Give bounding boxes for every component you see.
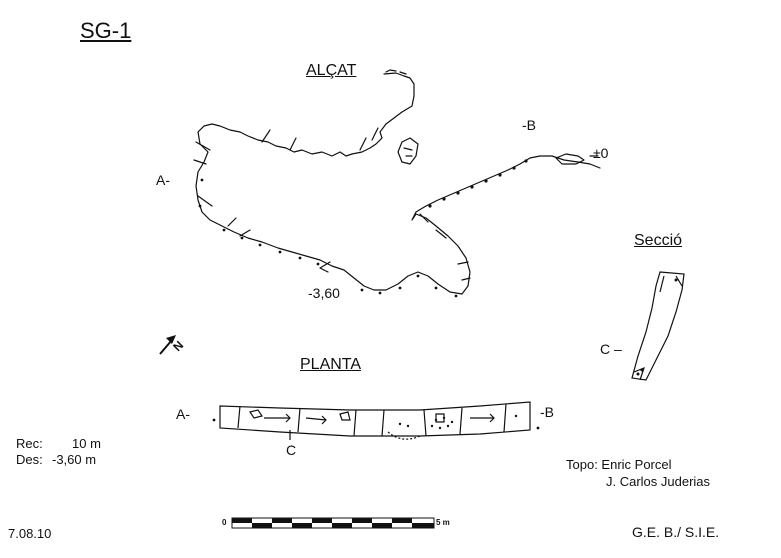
- north-arrow: [159, 335, 176, 355]
- elevation-label-a: A-: [156, 172, 170, 188]
- rec-label: Rec:: [16, 436, 43, 451]
- plan-label-b: -B: [540, 404, 554, 420]
- north-label: N: [170, 338, 186, 354]
- rec-value: 10 m: [72, 436, 101, 451]
- plan-outline: [219, 401, 531, 437]
- plan-heading: PLANTA: [300, 356, 362, 373]
- survey-title: SG-1: [80, 18, 132, 43]
- organization: G.E. B./ S.I.E.: [632, 524, 720, 540]
- plan-rubble: [212, 414, 540, 430]
- elevation-boulder: [397, 137, 419, 165]
- section-rubble: [636, 278, 678, 376]
- plan-drawing: [219, 401, 531, 440]
- scale-start-label: 0: [222, 518, 227, 527]
- credits-line1: Topo: Enric Porcel: [566, 457, 672, 472]
- elevation-datum-label: ±0: [593, 145, 609, 161]
- elevation-rubble: [198, 159, 528, 298]
- section-label-c: C –: [600, 341, 622, 357]
- scale-end-label: 5 m: [436, 518, 450, 527]
- elevation-depth-label: -3,60: [308, 285, 340, 301]
- plan-label-c: C: [286, 442, 297, 458]
- scale-bar: [231, 517, 435, 529]
- credits-line2: J. Carlos Juderias: [606, 474, 711, 489]
- section-drawing: [631, 271, 685, 381]
- elevation-heading: ALÇAT: [306, 62, 357, 79]
- des-label: Des:: [16, 452, 43, 467]
- elevation-roof-detail: [261, 127, 379, 151]
- elevation-label-b: -B: [522, 117, 536, 133]
- section-heading: Secció: [634, 232, 683, 249]
- elevation-entrance: [555, 153, 585, 165]
- elevation-wall-detail: [193, 141, 471, 281]
- plan-label-a: A-: [176, 406, 190, 422]
- des-value: -3,60 m: [52, 452, 97, 467]
- elevation-outline: [195, 72, 601, 295]
- survey-date: 7.08.10: [8, 526, 52, 541]
